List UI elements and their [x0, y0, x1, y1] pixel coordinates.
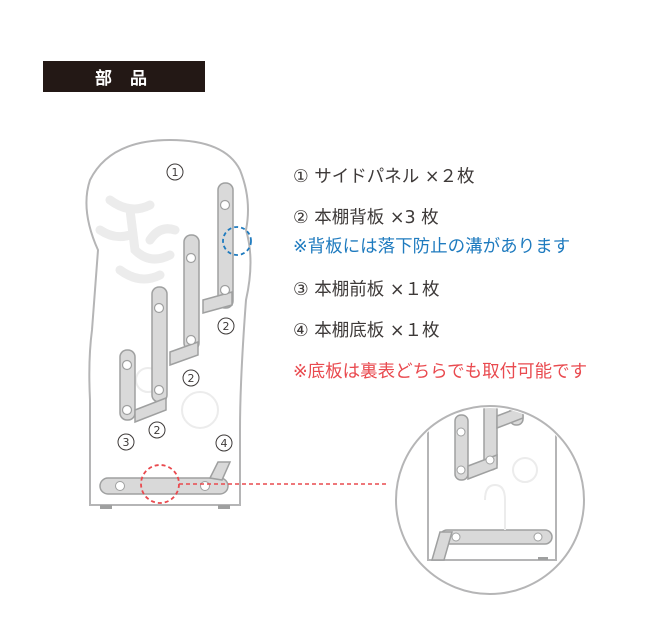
svg-text:2: 2 [223, 320, 230, 333]
svg-text:2: 2 [154, 424, 161, 437]
svg-text:4: 4 [221, 437, 228, 450]
svg-text:2: 2 [188, 372, 195, 385]
zoom-detail [395, 405, 585, 595]
part-number-labels: 1 2 2 2 3 4 [117, 163, 235, 452]
part-back-board: ② 本棚背板 ×3 枚 [293, 208, 439, 228]
bottom-board [99, 477, 229, 495]
part-front-board: ③ 本棚前板 ×１枚 [293, 280, 440, 300]
groove-highlight [222, 226, 252, 256]
part-bottom-board: ④ 本棚底板 ×１枚 [293, 321, 440, 341]
svg-text:3: 3 [123, 436, 130, 449]
note-back-board-groove: ※背板には落下防止の溝があります [293, 237, 571, 257]
part-side-panel: ① サイドパネル ×２枚 [293, 167, 475, 187]
label-side-panel: 1 [172, 166, 179, 179]
section-title: 部 品 [43, 61, 205, 92]
tree-decoration [95, 195, 180, 284]
note-bottom-reversible: ※底板は裏表どちらでも取付可能です [293, 362, 588, 382]
